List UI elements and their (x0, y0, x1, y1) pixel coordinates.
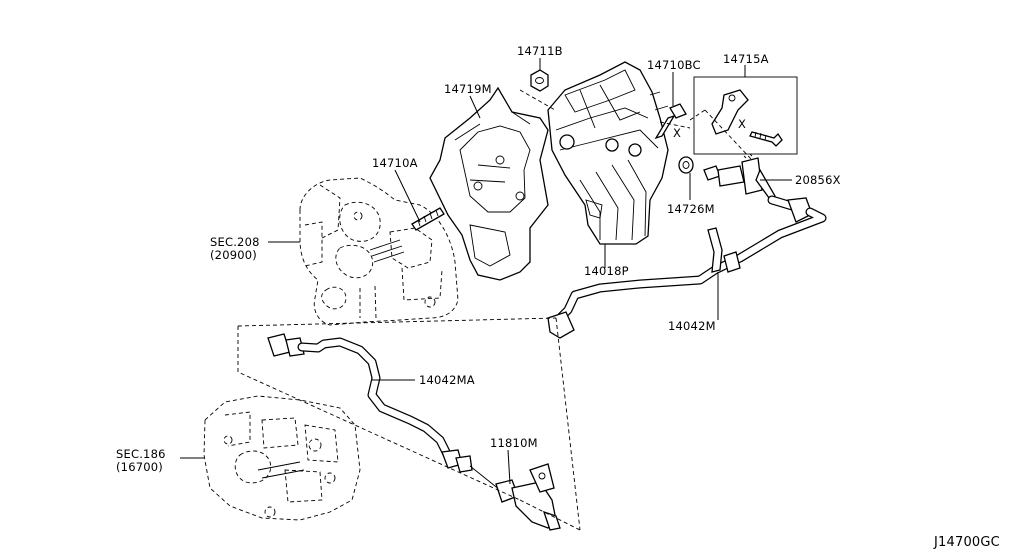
detail-box-14715a (693, 76, 798, 155)
x-marker: X (738, 117, 746, 131)
label-14715a: 14715A (723, 52, 769, 66)
sensor-11810m (469, 463, 561, 531)
reference-lines (237, 89, 753, 531)
label-14042m: 14042M (668, 319, 716, 333)
leader-lines (180, 58, 792, 485)
nut-14711b (530, 69, 549, 92)
transmission-sec186 (203, 395, 361, 521)
sec-ref-208: SEC.208 (210, 235, 260, 249)
bolt-14710bc (654, 103, 687, 140)
engine-block-sec208 (299, 177, 459, 326)
sec-ref-208-code: (20900) (210, 248, 257, 262)
harness-14042m (547, 207, 827, 339)
label-14042ma: 14042MA (419, 373, 475, 387)
label-20856x: 20856X (795, 173, 841, 187)
label-14711b: 14711B (517, 44, 563, 58)
stud-14710a (411, 207, 445, 231)
diagram-code: J14700GC (933, 535, 1000, 550)
sec-ref-186: SEC.186 (116, 447, 166, 461)
heat-shield-14719m (429, 86, 549, 281)
gasket-14726m (678, 156, 694, 174)
label-14726m: 14726M (667, 202, 715, 216)
label-14710a: 14710A (372, 156, 418, 170)
harness-14042ma (267, 333, 473, 473)
x-marker: X (673, 126, 681, 140)
exhaust-manifold-14018p (547, 61, 669, 245)
label-14710bc: 14710BC (647, 58, 701, 72)
label-14719m: 14719M (444, 82, 492, 96)
label-11810m: 11810M (490, 436, 538, 450)
label-14018p: 14018P (584, 264, 629, 278)
sec-ref-186-code: (16700) (116, 460, 163, 474)
oxygen-sensor-20856x (703, 153, 813, 223)
